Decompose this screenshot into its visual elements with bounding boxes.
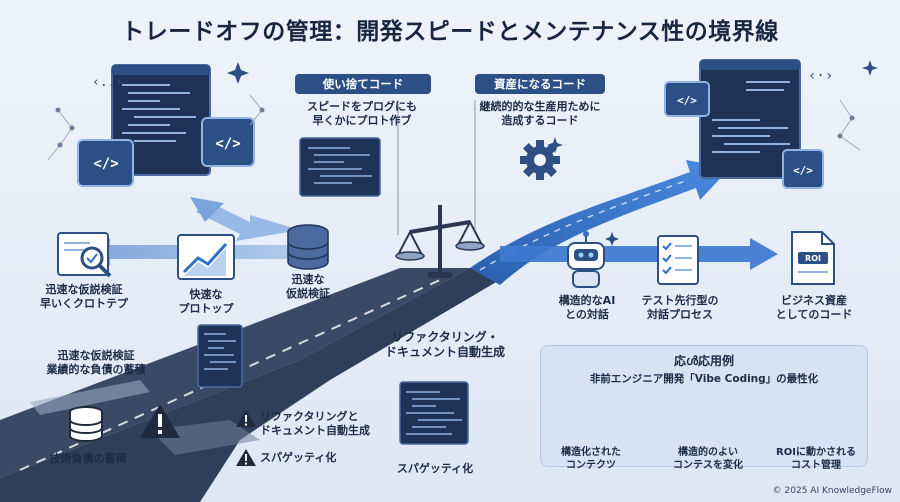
code-glyph-icon: </> bbox=[215, 136, 240, 152]
debt-database-icon bbox=[69, 406, 103, 442]
spaghetti-label: スパゲッティ化 bbox=[396, 462, 474, 475]
search-magnifier-icon bbox=[57, 232, 112, 278]
warning-icon-large bbox=[140, 404, 180, 438]
rapid-validation-label: 迅速な仮説検証 bbox=[286, 273, 330, 300]
code-brackets-icon: ‹·› bbox=[808, 68, 833, 84]
code-glyph-icon: </> bbox=[677, 94, 697, 107]
warning-icon-small bbox=[236, 449, 256, 466]
left-arrow-upper bbox=[190, 197, 300, 241]
tech-debt-label: 技術負債の蓄積 bbox=[49, 452, 127, 465]
balance-scale-icon bbox=[395, 205, 485, 278]
code-window-large-left bbox=[111, 64, 211, 176]
disposable-code-desc: スピードをプログにも早くかにプロト作ブ bbox=[307, 100, 417, 127]
asset-code-badge: 資産になるコード bbox=[475, 74, 605, 94]
code-window-large-right bbox=[664, 59, 824, 189]
gear-icon bbox=[520, 140, 560, 180]
panel-title: 応ൾ応用例 bbox=[673, 354, 735, 368]
growth-chart-icon bbox=[177, 234, 235, 280]
roi-cost-label: ROIに動かされるコスト管理 bbox=[776, 447, 856, 471]
warning-icon-small bbox=[236, 410, 256, 427]
code-glyph-icon: </> bbox=[93, 156, 118, 172]
applications-panel: 応ൾ応用例 非前エンジニア開発「Vibe Coding」の最性化 bbox=[540, 345, 868, 467]
page-title: トレードオフの管理：開発スピードとメンテナンス性の境界線 bbox=[121, 19, 779, 45]
refactor-warning-label: リファクタリングとドキュメント自動生成 bbox=[260, 410, 370, 437]
code-screen-road bbox=[197, 324, 243, 388]
business-asset-label: ビジネス資産としてのコード bbox=[775, 294, 853, 321]
code-card-small-left bbox=[77, 139, 134, 187]
better-structure-label: 構造的のよいコンテスを変化 bbox=[673, 447, 743, 471]
roi-document-icon: ROI bbox=[791, 231, 835, 285]
disposable-code-badge: 使い捨てコード bbox=[295, 74, 431, 94]
test-first-label: テスト先行型の対話プロセス bbox=[641, 294, 719, 321]
rapid-hypothesis-label: 迅速な仮説検証早いくクロトテプ bbox=[40, 283, 128, 310]
svg-text:ROI: ROI bbox=[805, 254, 821, 263]
copyright-footer: © 2025 AI KnowledgeFlow bbox=[772, 486, 892, 496]
panel-subtitle: 非前エンジニア開発「Vibe Coding」の最性化 bbox=[589, 373, 819, 385]
code-glyph-icon: </> bbox=[793, 164, 813, 177]
robot-icon bbox=[567, 231, 605, 288]
database-icon bbox=[287, 224, 329, 270]
structured-context-label: 構造化されたコンテクツ bbox=[561, 447, 621, 471]
debt-note-label: 迅速な仮説検証業績的な負債の蓄積 bbox=[46, 349, 146, 376]
checklist-icon bbox=[657, 235, 699, 285]
code-brackets-icon: ‹..› bbox=[92, 75, 123, 90]
code-screen-spaghetti bbox=[399, 381, 469, 445]
fast-prototype-label: 快速なプロトップ bbox=[178, 288, 234, 315]
code-screen-prototype bbox=[299, 137, 381, 197]
asset-code-desc: 継続的的な生産用ために造成するコード bbox=[479, 100, 601, 127]
code-card-small-right bbox=[201, 117, 255, 167]
refactor-doc-label: リファクタリング・ドキュメント自動生成 bbox=[384, 330, 505, 359]
spaghetti-warning-label: スパゲッティ化 bbox=[260, 451, 337, 464]
